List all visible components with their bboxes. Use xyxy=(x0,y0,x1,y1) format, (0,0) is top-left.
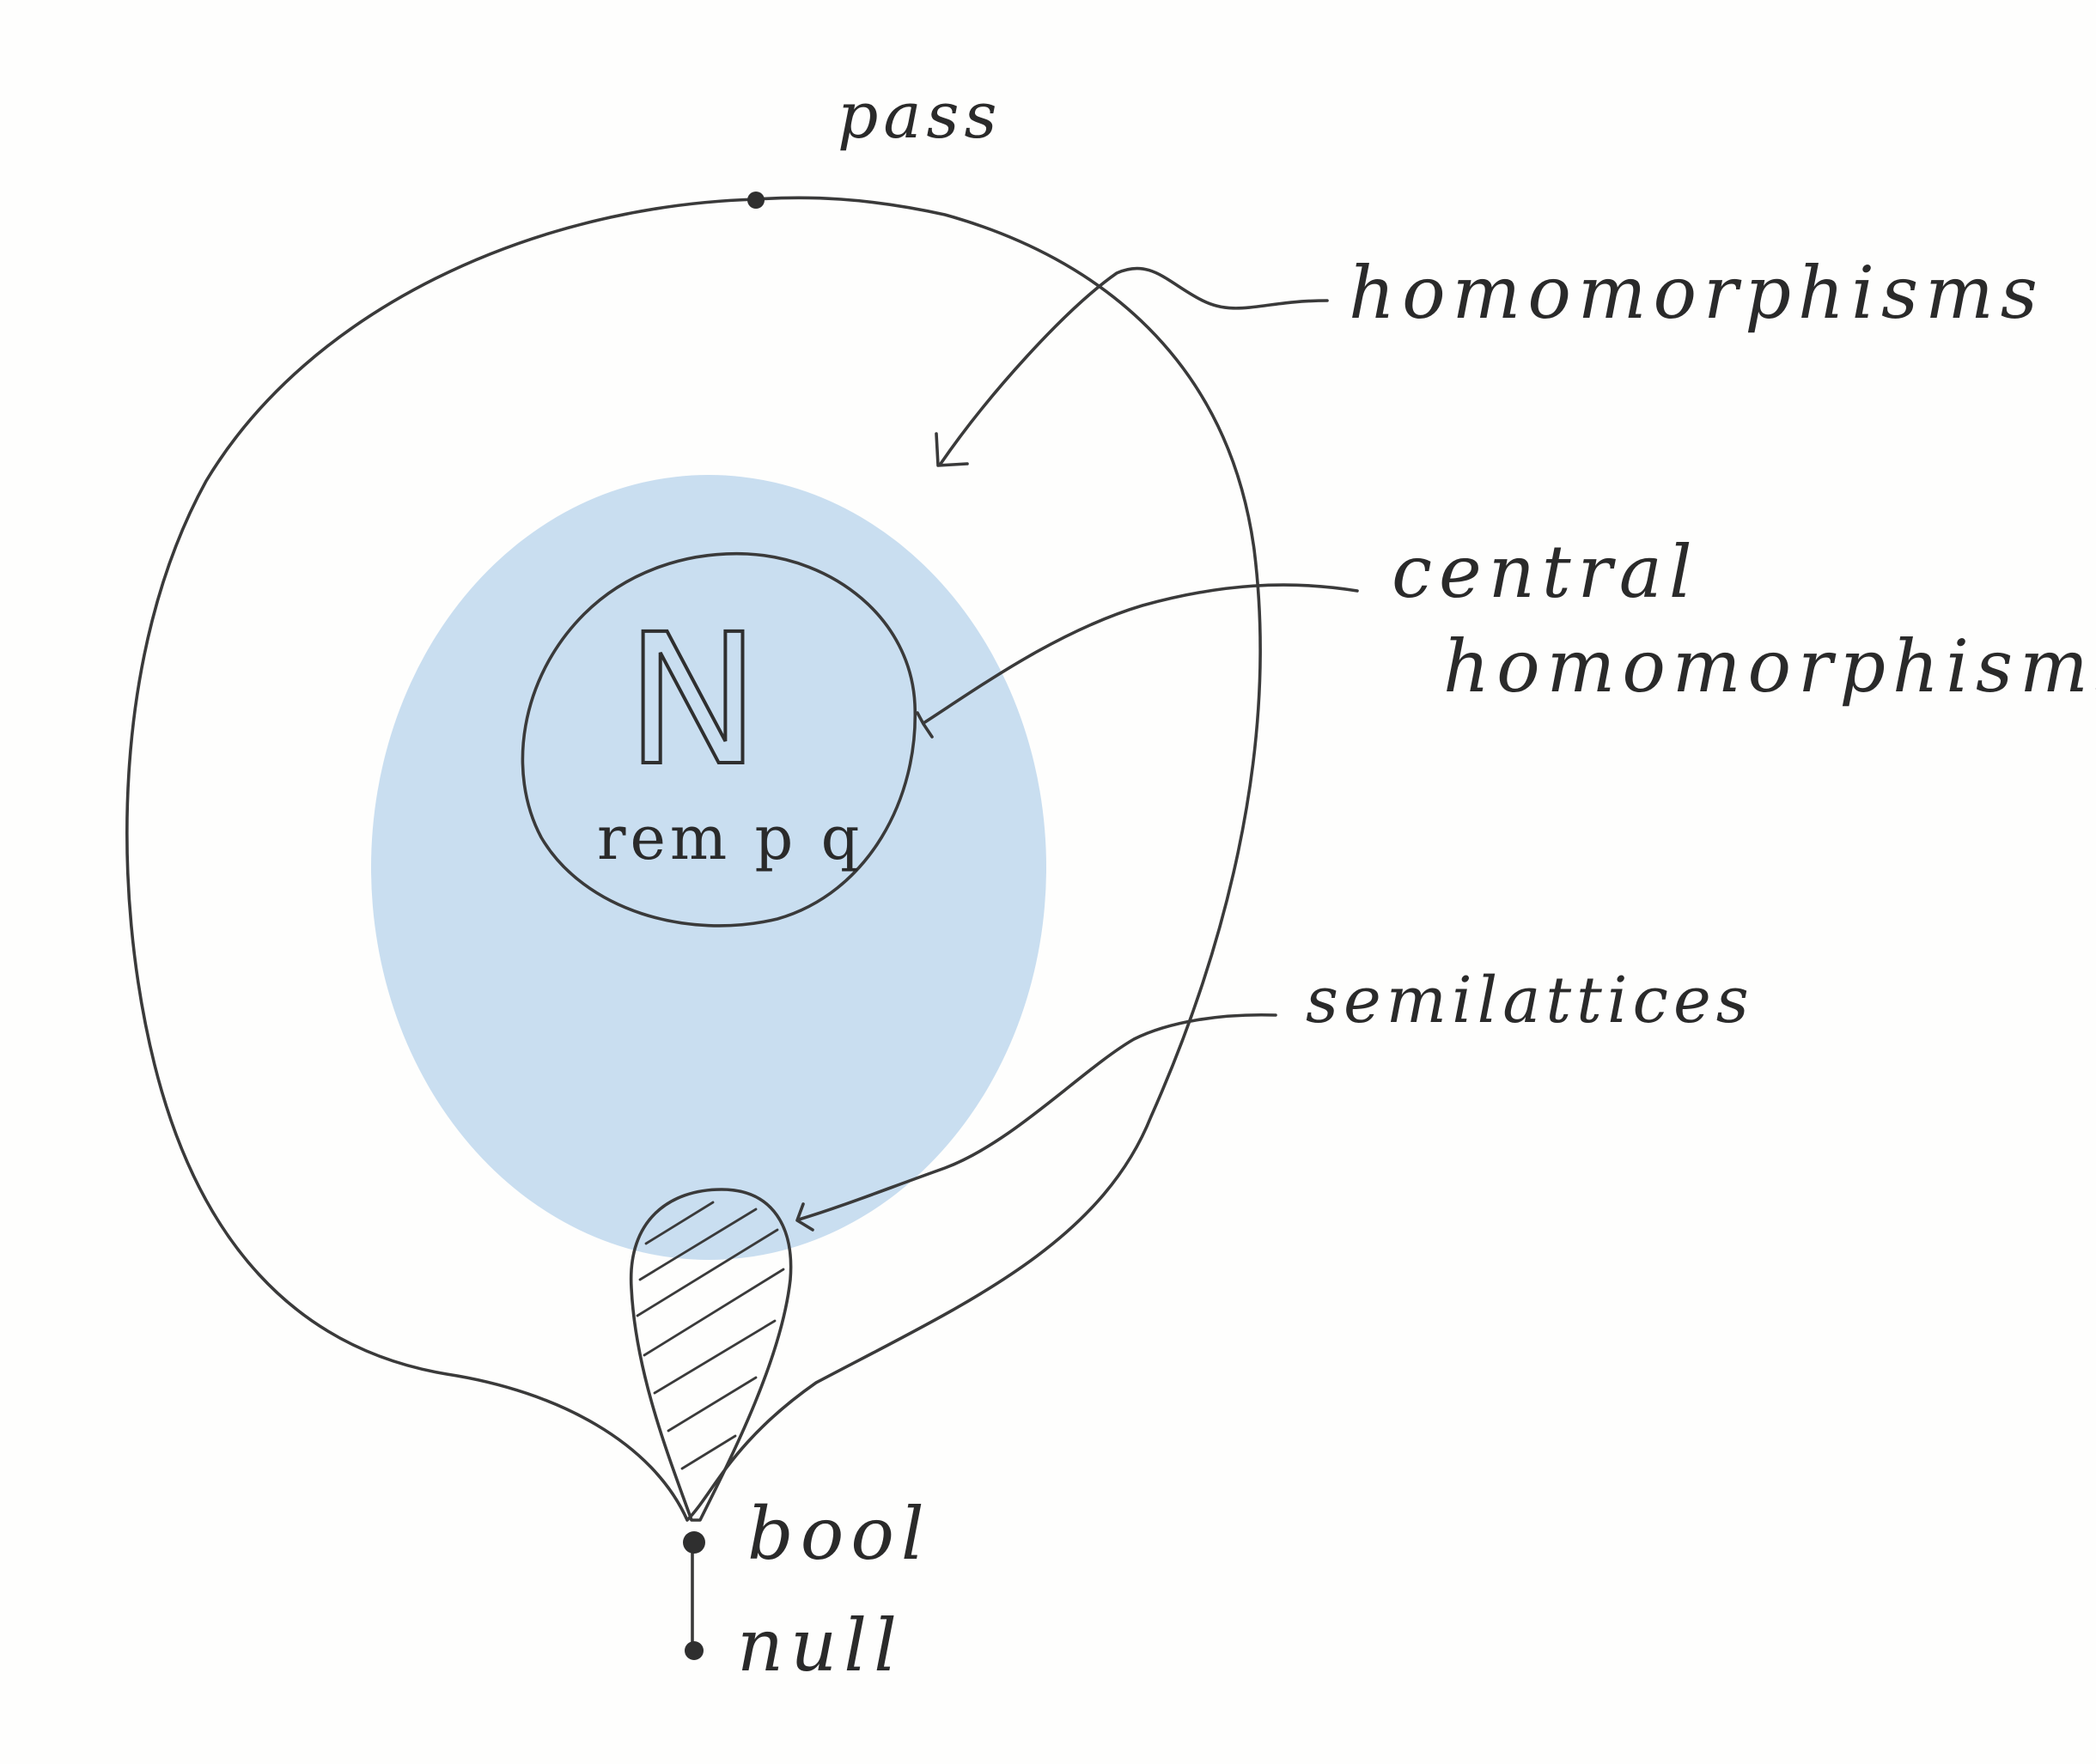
homomorphisms-label: homomorphisms xyxy=(1349,251,2044,335)
central-label-line2: homomorphisms xyxy=(1443,624,2096,709)
homomorphisms-boundary xyxy=(125,196,1262,1522)
central-homomorphisms-boundary xyxy=(521,551,917,928)
homomorphisms-arrow xyxy=(939,266,1329,465)
central-arrowhead xyxy=(916,711,934,739)
semilattices-label: semilattices xyxy=(1306,964,1754,1037)
semilattices-arrow xyxy=(797,1013,1277,1221)
semilattices-arrowhead xyxy=(795,1202,814,1232)
central-label-line1: central xyxy=(1392,530,1699,614)
natural-numbers-symbol: N xyxy=(625,595,760,806)
null-label: null xyxy=(737,1603,904,1688)
null-node xyxy=(685,1641,704,1660)
bool-node xyxy=(683,1531,705,1554)
central-arrow xyxy=(922,583,1359,725)
pass-label: pass xyxy=(838,79,1002,153)
semilattices-region xyxy=(629,1188,793,1522)
rem-pq-label: rem p q xyxy=(597,803,863,873)
semilattices-hatching xyxy=(636,1201,785,1470)
bool-label: bool xyxy=(747,1492,931,1576)
pass-node xyxy=(747,192,765,209)
homomorphisms-arrowhead xyxy=(935,432,969,467)
blue-disk xyxy=(371,475,1046,1260)
